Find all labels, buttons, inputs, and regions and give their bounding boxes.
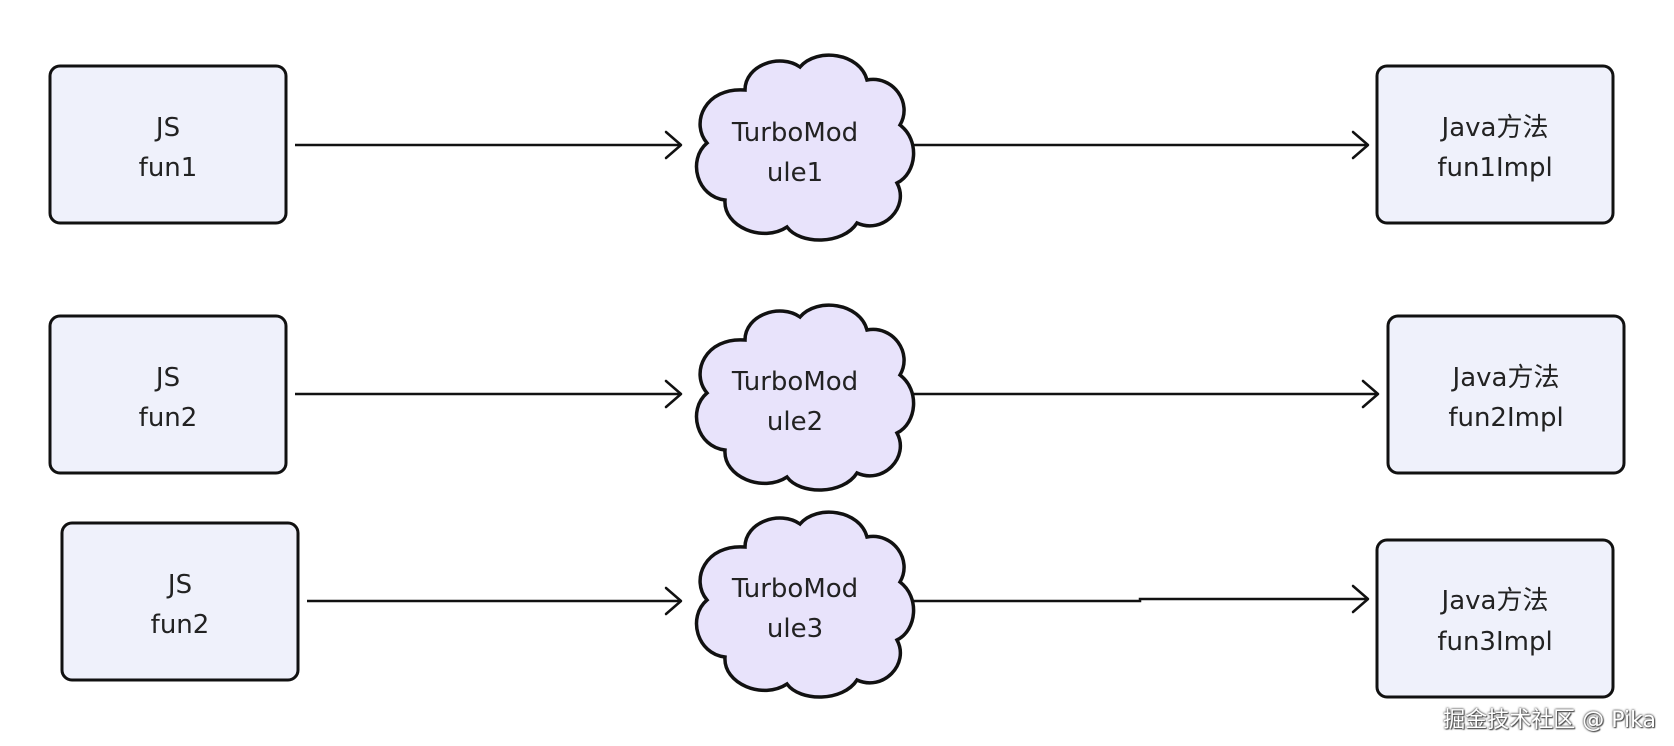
arrow-module-to-java-1: [913, 130, 1370, 160]
java-node-2-line2: fun2Impl: [1448, 403, 1563, 433]
arrow-js-to-module-2: [295, 379, 683, 409]
js-node-2-line2: fun2: [139, 403, 198, 433]
row-2: JS fun2 TurboMod ule2 Java方法 fun2Impl: [48, 303, 1626, 492]
arrow-module-to-java-2: [913, 379, 1380, 409]
js-node-1: JS fun1: [48, 64, 288, 225]
module-node-3: TurboMod ule3: [694, 510, 916, 699]
js-node-3-box: [60, 521, 300, 682]
js-node-3-line1: JS: [166, 570, 192, 600]
arrow-js-to-module-3: [307, 586, 683, 616]
module-node-1: TurboMod ule1: [694, 53, 916, 242]
js-node-2: JS fun2: [48, 314, 288, 475]
module-node-1-line1: TurboMod: [731, 118, 858, 148]
java-node-2: Java方法 fun2Impl: [1386, 314, 1626, 475]
js-node-2-box: [48, 314, 288, 475]
arrow-module-to-java-3: [913, 584, 1370, 614]
java-node-1: Java方法 fun1Impl: [1375, 64, 1615, 225]
java-node-1-line1: Java方法: [1440, 113, 1549, 143]
row-3: JS fun2 TurboMod ule3 Java方法 fun3Impl: [60, 510, 1615, 699]
js-node-1-line2: fun1: [139, 153, 198, 183]
module-node-2-line2: ule2: [767, 407, 823, 437]
java-node-3-line1: Java方法: [1440, 586, 1549, 616]
watermark-text: 掘金技术社区 @ Pika: [1443, 708, 1656, 733]
java-node-3: Java方法 fun3Impl: [1375, 538, 1615, 699]
module-node-2-cloud: [694, 303, 916, 492]
java-node-2-box: [1386, 314, 1626, 475]
row-1: JS fun1 TurboMod ule1 Java方法 fun1Impl: [48, 53, 1615, 242]
module-node-2-line1: TurboMod: [731, 367, 858, 397]
module-node-2: TurboMod ule2: [694, 303, 916, 492]
module-node-3-line1: TurboMod: [731, 574, 858, 604]
js-node-2-line1: JS: [154, 363, 180, 393]
js-node-1-box: [48, 64, 288, 225]
module-node-3-cloud: [694, 510, 916, 699]
java-node-3-box: [1375, 538, 1615, 699]
java-node-1-box: [1375, 64, 1615, 225]
js-node-3-line2: fun2: [151, 610, 210, 640]
module-node-3-line2: ule3: [767, 614, 823, 644]
java-node-2-line1: Java方法: [1451, 363, 1560, 393]
js-node-1-line1: JS: [154, 113, 180, 143]
js-node-3: JS fun2: [60, 521, 300, 682]
java-node-3-line2: fun3Impl: [1437, 627, 1552, 657]
module-node-1-line2: ule1: [767, 158, 823, 188]
arrow-js-to-module-1: [295, 130, 683, 160]
java-node-1-line2: fun1Impl: [1437, 153, 1552, 183]
